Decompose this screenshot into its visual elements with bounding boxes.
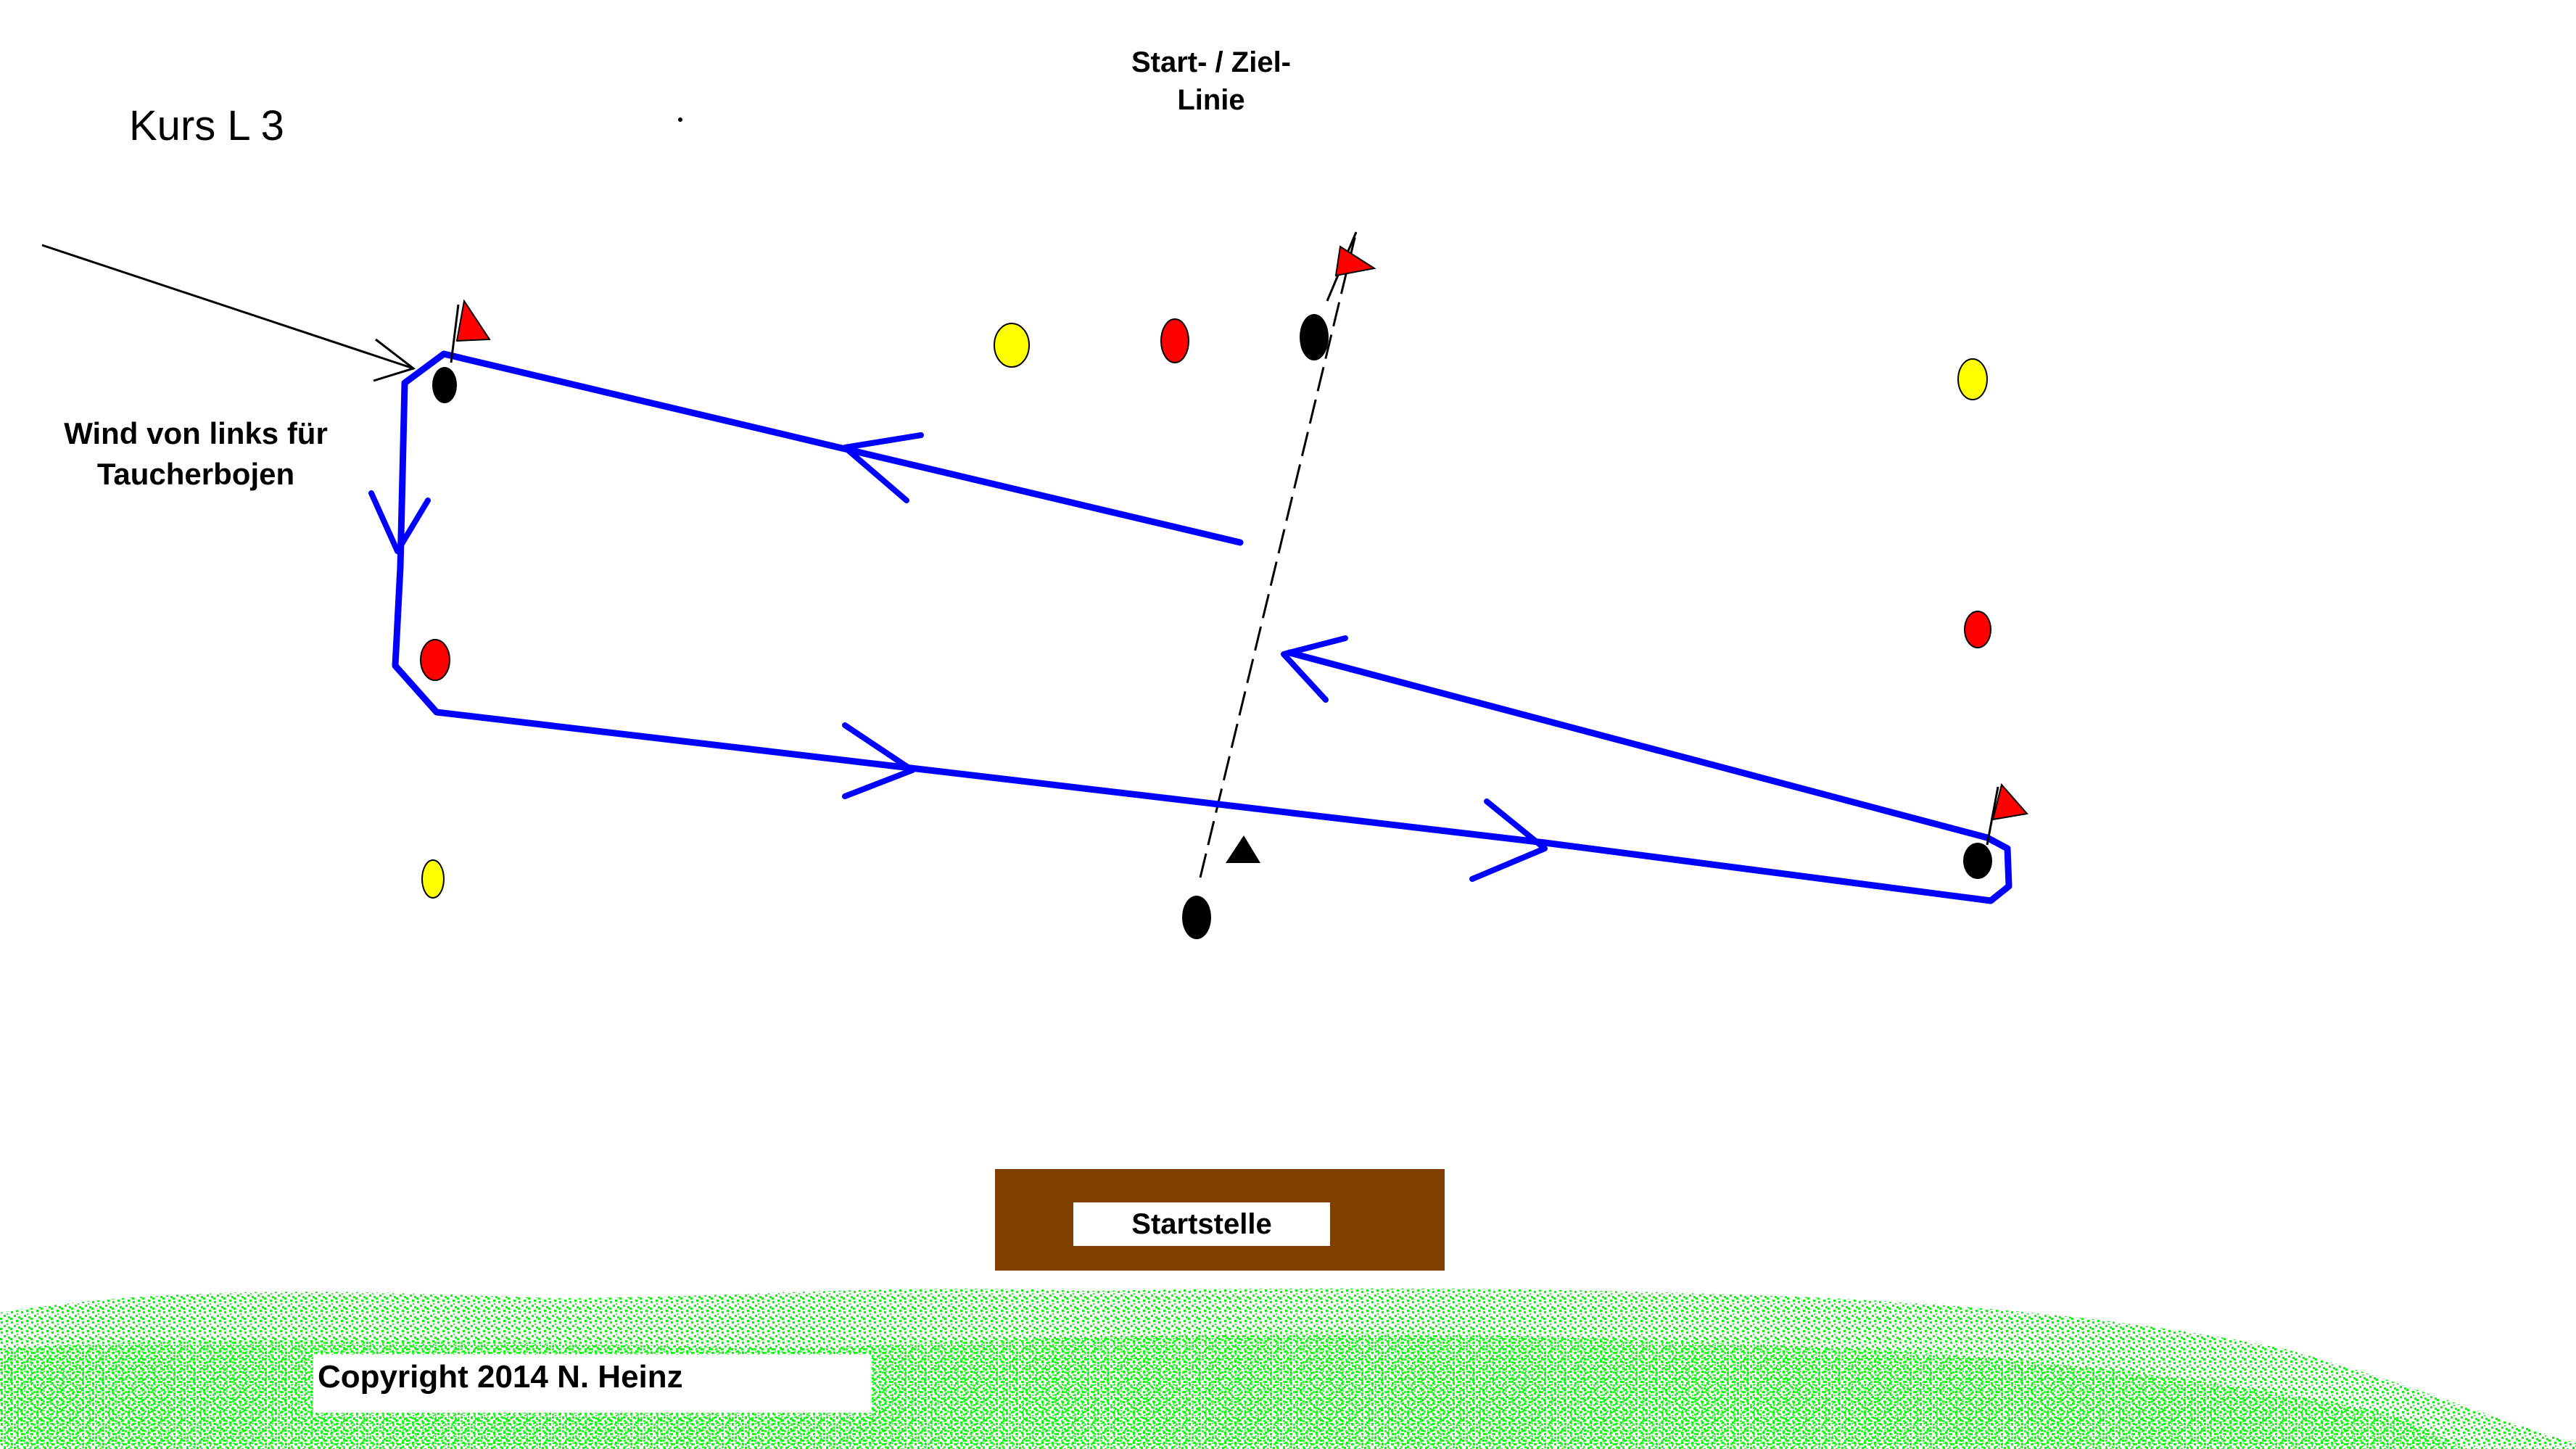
copyright-notice: Copyright 2014 N. Heinz bbox=[313, 1355, 872, 1413]
buoy-yellow bbox=[1957, 358, 1988, 400]
buoy-yellow bbox=[421, 859, 445, 899]
course-path bbox=[392, 350, 2012, 904]
arrow-reach-leg-1 bbox=[842, 722, 915, 799]
buoy-black-right bbox=[1963, 843, 1992, 879]
wind-label: Wind von links für Taucherbojen bbox=[29, 413, 363, 495]
buoy-black-start-bottom bbox=[1182, 896, 1211, 939]
buoy-black-left bbox=[432, 367, 457, 403]
dock-label: Startstelle bbox=[1073, 1202, 1330, 1246]
flag-icon bbox=[1986, 783, 2028, 846]
wind-label-line2: Taucherbojen bbox=[96, 457, 295, 491]
start-finish-line bbox=[1199, 231, 1358, 878]
buoy-red bbox=[1160, 318, 1189, 363]
arrow-reach-leg-2 bbox=[1469, 798, 1548, 882]
start-finish-label: Start- / Ziel- Linie bbox=[1088, 44, 1334, 119]
flag-icon bbox=[450, 299, 491, 363]
arrow-upwind-leg bbox=[842, 432, 924, 503]
arrow-down-left-leg bbox=[368, 490, 431, 554]
buoy-yellow bbox=[994, 323, 1030, 368]
buoy-red bbox=[1964, 611, 1991, 648]
wind-label-line1: Wind von links für bbox=[64, 416, 328, 450]
buoy-black-start-top bbox=[1300, 314, 1329, 360]
start-finish-label-line1: Start- / Ziel- bbox=[1131, 46, 1292, 78]
page-title: Kurs L 3 bbox=[129, 102, 284, 149]
wind-arrow bbox=[41, 244, 416, 382]
buoys bbox=[420, 314, 1992, 939]
flags bbox=[450, 231, 2028, 863]
flag-icon bbox=[1326, 231, 1376, 302]
course-arrows bbox=[368, 432, 1548, 882]
buoy-red bbox=[420, 639, 450, 681]
flag-icon-black bbox=[1226, 835, 1260, 863]
stray-dot bbox=[678, 117, 682, 122]
arrow-return-leg bbox=[1281, 635, 1348, 703]
start-finish-label-line2: Linie bbox=[1177, 84, 1245, 116]
